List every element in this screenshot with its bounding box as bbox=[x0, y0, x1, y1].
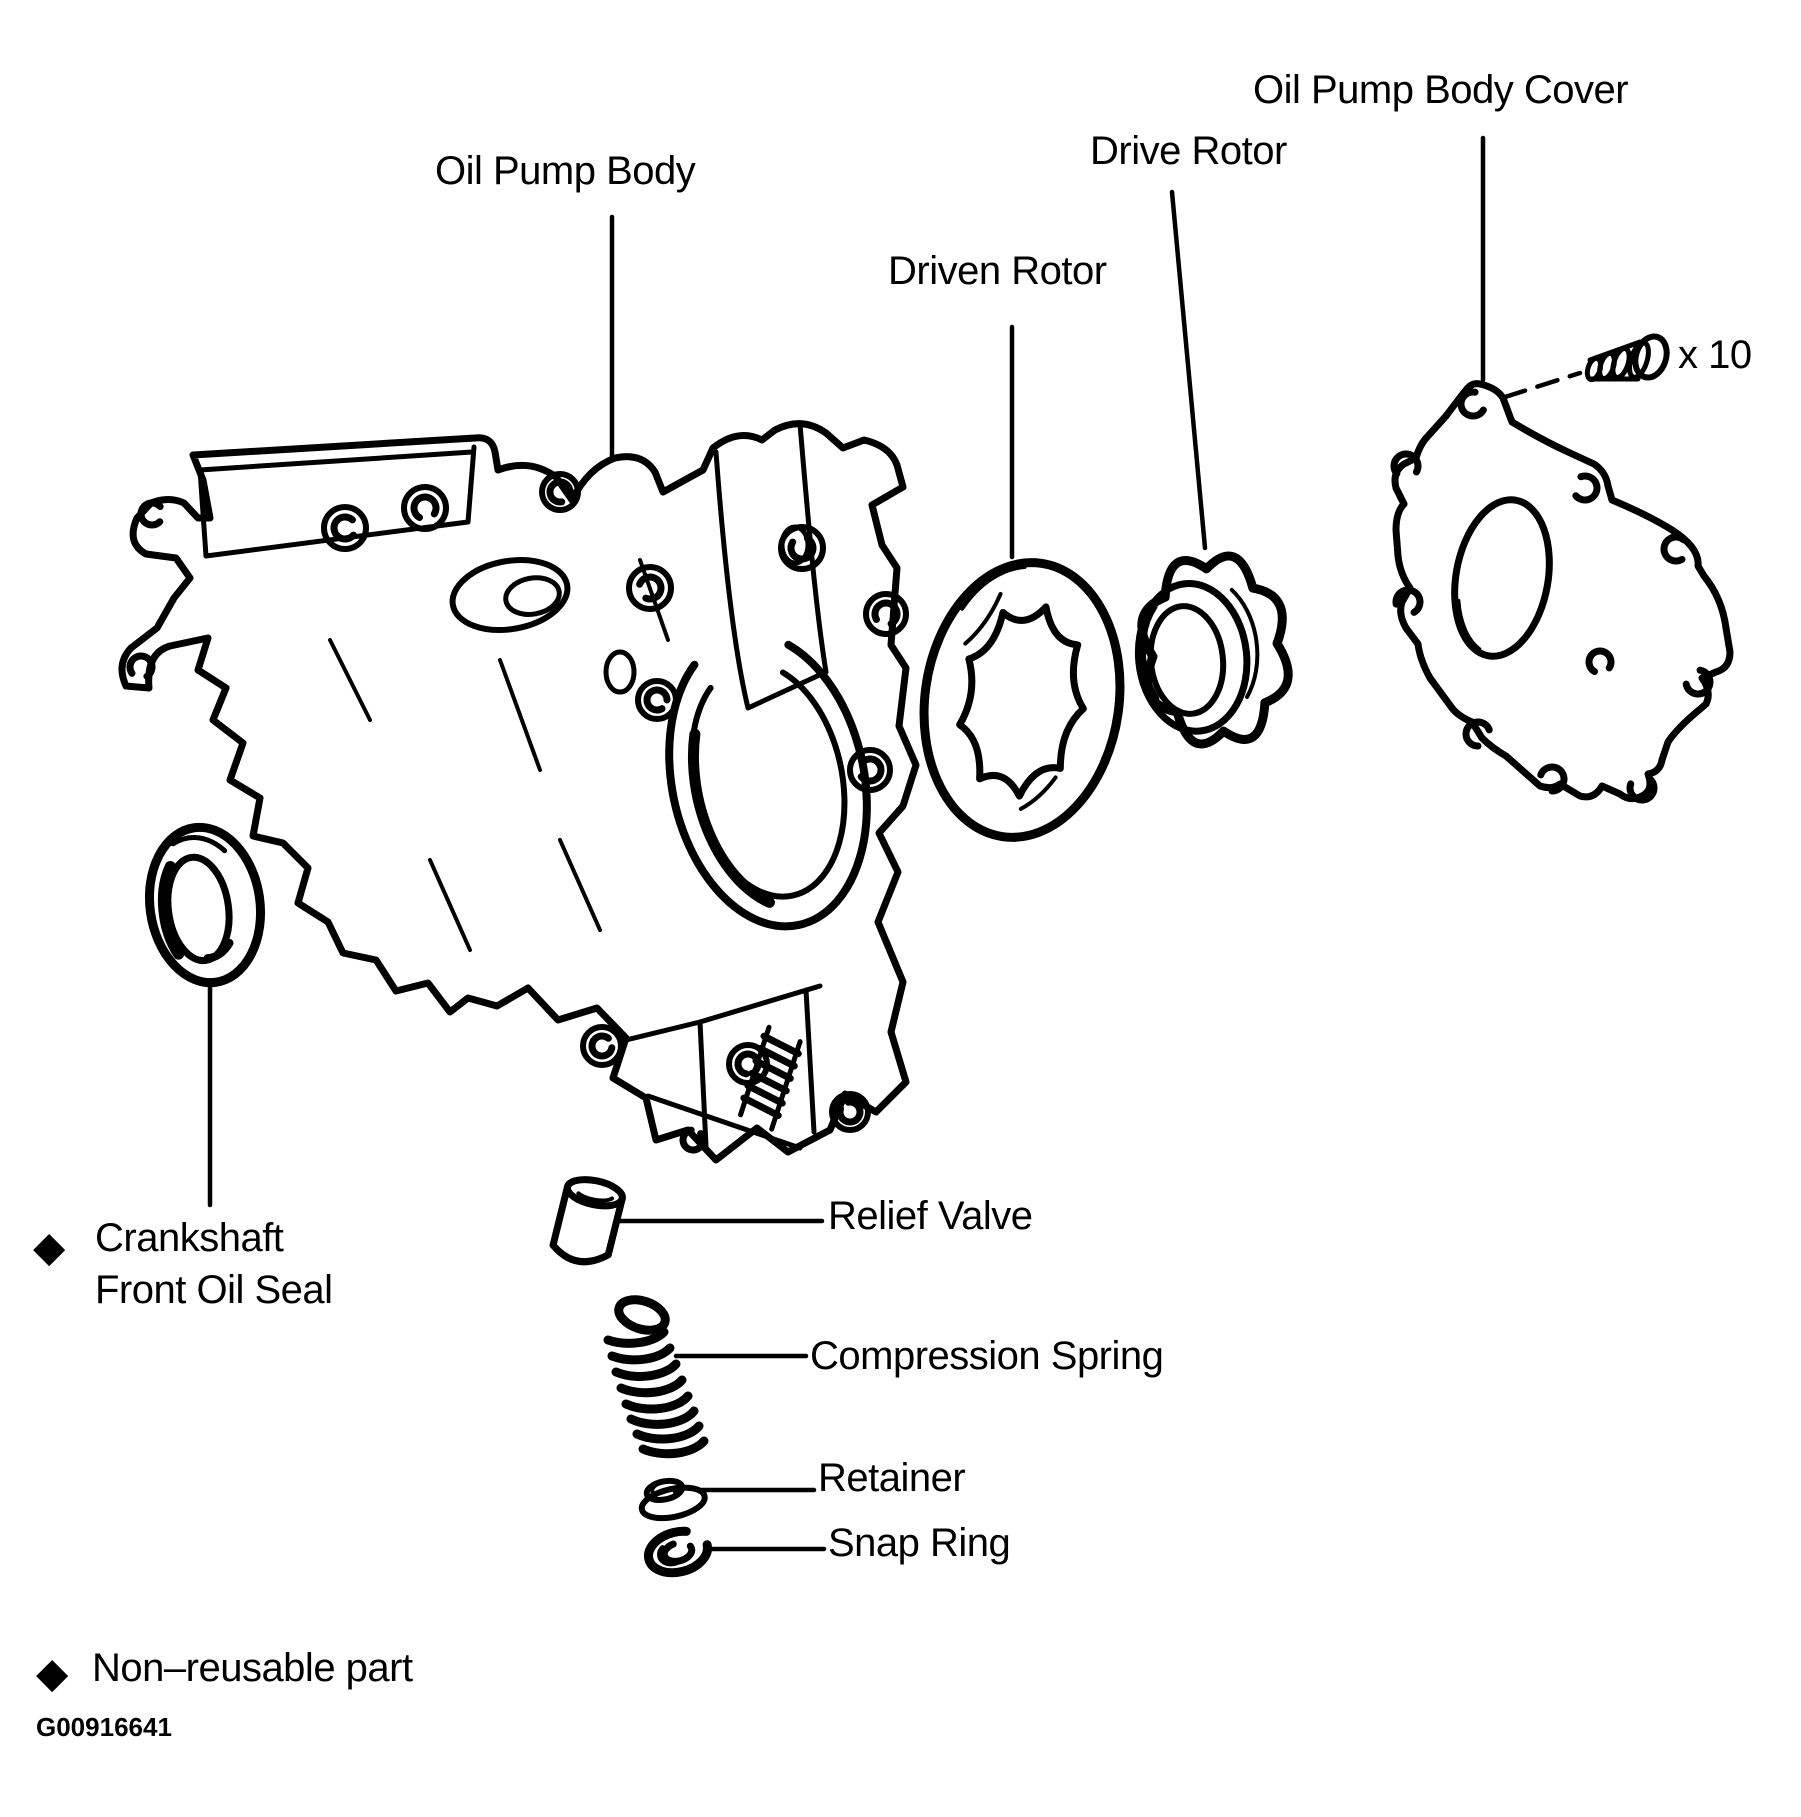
body-bracket-oval-hole bbox=[449, 557, 571, 633]
retainer-part bbox=[638, 1477, 708, 1522]
label-crankshaft-line1: Crankshaft bbox=[95, 1216, 284, 1260]
label-relief-valve: Relief Valve bbox=[828, 1194, 1033, 1238]
label-oil-pump-body-cover: Oil Pump Body Cover bbox=[1253, 68, 1629, 112]
drive-rotor-lobes bbox=[1137, 551, 1293, 749]
driven-rotor-part bbox=[919, 558, 1125, 842]
body-face-hole-left bbox=[603, 649, 637, 695]
body-sump-lines bbox=[623, 983, 823, 1151]
body-outline bbox=[118, 420, 920, 1164]
leader-drive-rotor bbox=[1169, 189, 1208, 551]
legend-diamond-icon: ◆ bbox=[36, 1649, 69, 1696]
cover-center-hole bbox=[1451, 496, 1553, 660]
label-retainer: Retainer bbox=[818, 1456, 966, 1500]
leader-lines bbox=[207, 135, 1583, 1552]
figure-id: G00916641 bbox=[36, 1712, 172, 1742]
cover-bolt-holes bbox=[1390, 388, 1714, 804]
legend-text: Non–reusable part bbox=[92, 1646, 413, 1690]
drive-rotor-part bbox=[1134, 551, 1293, 749]
label-snap-ring: Snap Ring bbox=[828, 1521, 1011, 1565]
cover-bolt-part bbox=[1584, 333, 1670, 383]
label-crankshaft-front-oil-seal: Crankshaft Front Oil Seal bbox=[95, 1212, 333, 1316]
body-bolt-bosses bbox=[126, 471, 909, 1154]
snap-ring-part bbox=[643, 1526, 713, 1578]
label-crankshaft-line2: Front Oil Seal bbox=[95, 1268, 333, 1312]
compression-spring-part bbox=[603, 1295, 709, 1459]
body-central-bore bbox=[665, 640, 871, 931]
relief-valve-part bbox=[549, 1176, 626, 1266]
oil-pump-body-cover-part bbox=[1390, 380, 1734, 804]
body-duct-ribs bbox=[713, 421, 829, 711]
body-hatch-lines bbox=[328, 558, 670, 952]
label-drive-rotor: Drive Rotor bbox=[1090, 129, 1287, 173]
non-reusable-marker-seal: ◆ bbox=[33, 1223, 66, 1270]
leader-bolt-dashed bbox=[1502, 370, 1583, 400]
crankshaft-front-oil-seal-part bbox=[144, 822, 266, 988]
label-driven-rotor: Driven Rotor bbox=[888, 249, 1107, 293]
label-bolt-quantity: x 10 bbox=[1678, 333, 1752, 377]
cover-outline bbox=[1391, 380, 1734, 803]
driven-rotor-inner-lobes bbox=[956, 603, 1087, 800]
oil-pump-body-part bbox=[118, 420, 920, 1164]
label-oil-pump-body: Oil Pump Body bbox=[435, 149, 696, 193]
label-compression-spring: Compression Spring bbox=[810, 1334, 1164, 1378]
